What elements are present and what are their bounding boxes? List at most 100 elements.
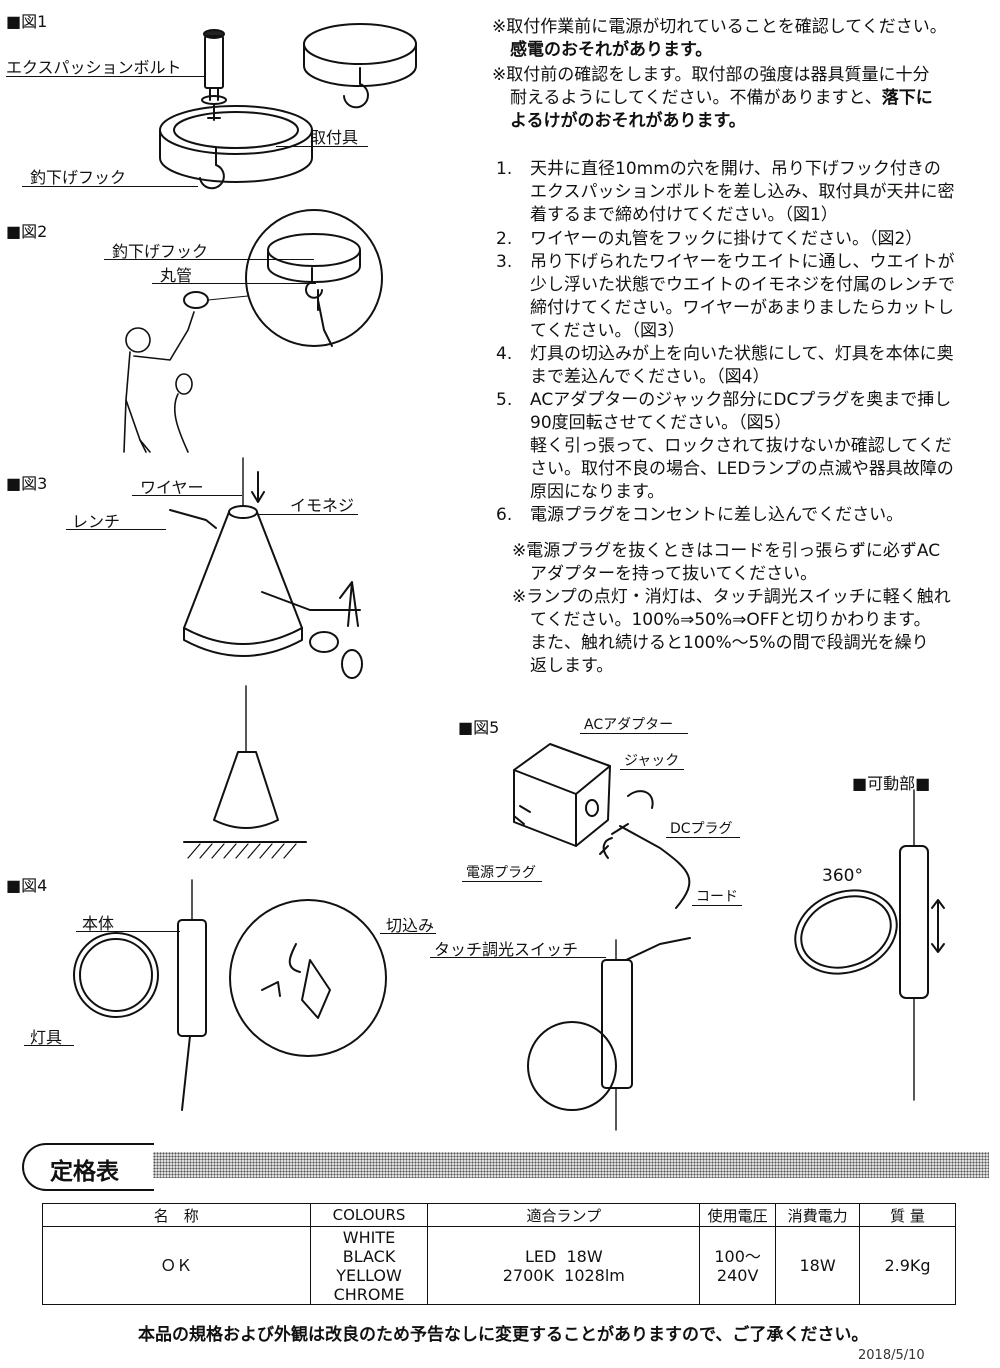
touch-switch-label: タッチ調光スイッチ [434, 940, 579, 959]
step-subnote: ※電源プラグを抜くときはコードを引っ張らずに必ずAC [512, 541, 941, 561]
body-leader [76, 931, 180, 932]
warning-shock: 感電のおそれがあります。 [510, 40, 713, 60]
spec-power: 18W [775, 1226, 861, 1305]
step-text: ワイヤーの丸管をフックに掛けてください。（図2） [530, 229, 923, 249]
spec-lamp-line: LED 18W [524, 1246, 603, 1266]
step-subnote: また、触れ続けると100%～5%の間で段調光を繰り [530, 633, 929, 653]
spec-voltage-line: 240V [716, 1265, 759, 1285]
body-and-ring-drawing [73, 879, 207, 1111]
notch-label: 切込み [386, 916, 435, 935]
spec-voltage-line: 100～ [714, 1246, 761, 1266]
figure-3-label: ■図3 [6, 474, 48, 493]
spec-data-row: ＯＫ WHITE BLACK YELLOW CHROME LED 18W 270… [42, 1226, 956, 1305]
notch-closeup-drawing [229, 899, 387, 1057]
step-subnote: 返します。 [530, 656, 614, 676]
fixture-leader [24, 1045, 74, 1046]
body-label: 本体 [82, 914, 115, 933]
warning-strength-line3: よるけがのおそれがあります。 [510, 111, 746, 131]
rotation-360-label: 360° [822, 866, 863, 886]
spec-colour: YELLOW [336, 1265, 402, 1285]
ac-adapter-drawing [513, 743, 691, 909]
step-text: 締付けてください。ワイヤーがあまりましたらカットし [530, 298, 954, 318]
spec-colours: WHITE BLACK YELLOW CHROME [309, 1226, 429, 1305]
power-plug-leader [462, 881, 542, 882]
hook-leader-1 [22, 186, 198, 187]
spec-header-power: 消費電力 [775, 1203, 861, 1227]
ac-adapter-leader [580, 733, 688, 734]
step-text: 少し浮いた状態でウエイトのイモネジを付属のレンチで [530, 275, 955, 295]
ac-adapter-label: ACアダプター [584, 717, 674, 733]
spec-colour: BLACK [342, 1246, 396, 1266]
step-number: 2. [496, 229, 513, 249]
step-subnote: ※ランプの点灯・消灯は、タッチ調光スイッチに軽く触れ [512, 587, 951, 607]
power-plug-label: 電源プラグ [466, 865, 536, 881]
spec-voltage: 100～ 240V [699, 1226, 777, 1305]
spec-header-lamp: 適合ランプ [427, 1203, 701, 1227]
movable-part-label: ■可動部■ [852, 774, 931, 793]
step-text: 原因になります。 [530, 482, 665, 502]
scissors-drawing [309, 581, 363, 679]
spec-name: ＯＫ [42, 1226, 311, 1305]
hanging-lamp-drawing [183, 685, 307, 859]
step-text: ACアダプターのジャック部分にDCプラグを奥まで挿し [530, 390, 952, 410]
step-number: 4. [496, 344, 513, 364]
jack-label: ジャック [624, 753, 680, 769]
warning-strength-line2: 耐えるようにしてください。不備がありますと、落下に [510, 88, 933, 108]
jack-leader [620, 769, 684, 770]
step-number: 3. [496, 252, 513, 272]
figure-2-label: ■図2 [6, 222, 48, 241]
cord-leader [692, 905, 742, 906]
spec-title-frame [22, 1143, 154, 1191]
wire-leader [132, 495, 242, 496]
step-text: 着するまで締め付けてください。（図1） [530, 205, 838, 225]
spec-table: 名 称 COLOURS 適合ランプ 使用電圧 消費電力 質 量 ＯＫ WHITE… [42, 1203, 956, 1305]
pipe-label: 丸管 [160, 266, 193, 285]
touch-switch-drawing [527, 937, 691, 1131]
spec-lamp-line: 2700K 1028lm [502, 1265, 625, 1285]
hook-closeup-drawing [183, 209, 383, 347]
spec-header-row: 名 称 COLOURS 適合ランプ 使用電圧 消費電力 質 量 [42, 1203, 956, 1227]
step-subnote: てください。100%⇒50%⇒OFFと切りかわります。 [530, 610, 931, 630]
spec-lamp: LED 18W 2700K 1028lm [427, 1226, 701, 1305]
step-text: エクスパッションボルトを差し込み、取付具が天井に密 [530, 182, 955, 202]
step-text: 天井に直径10mmの穴を開け、吊り下げフック付きの [530, 159, 941, 179]
expansion-bolt-leader [6, 76, 204, 77]
movable-part-drawing [794, 789, 945, 1101]
hook-leader-2 [104, 259, 314, 260]
expansion-bolt-label: エクスパッションボルト [6, 58, 182, 77]
person-installing-drawing [123, 311, 195, 453]
hook-label-2: 釣下げフック [112, 242, 209, 261]
spec-header-voltage: 使用電圧 [699, 1203, 777, 1227]
warning-power-off: ※取付作業前に電源が切れていることを確認してください。 [492, 17, 947, 37]
spec-colour: WHITE [342, 1227, 396, 1247]
step-text: 軽く引っ張って、ロックされて抜けないか確認してくだ [530, 436, 952, 456]
step-number: 5. [496, 390, 513, 410]
spec-header-name: 名 称 [42, 1203, 311, 1227]
wrench-label: レンチ [72, 512, 121, 531]
step-number: 6. [496, 505, 513, 525]
eye-screw-leader [258, 514, 358, 515]
spec-colour: CHROME [333, 1284, 405, 1304]
mount-label: 取付具 [310, 128, 359, 147]
mount-with-hook-drawing [159, 103, 313, 190]
disclaimer-note: 本品の規格および外観は改良のため予告なしに変更することがありますので、ご了承くだ… [138, 1325, 869, 1345]
figure-5-label: ■図5 [458, 718, 500, 737]
dc-plug-leader [666, 837, 740, 838]
touch-switch-leader [430, 957, 606, 958]
warning-strength-line1: ※取付前の確認をします。取付部の強度は器具質量に十分 [492, 65, 930, 85]
document-date: 2018/5/10 [858, 1348, 925, 1363]
spec-title-band [153, 1152, 989, 1178]
wire-label: ワイヤー [140, 478, 204, 497]
pipe-leader [152, 283, 316, 284]
expansion-bolt-drawing [201, 29, 227, 105]
step-text: 吊り下げられたワイヤーをウエイトに通し、ウエイトが [530, 252, 955, 272]
spec-header-colours: COLOURS [309, 1203, 429, 1227]
cord-label: コード [696, 889, 738, 905]
step-text: さい。取付不良の場合、LEDランプの点滅や器具故障の [530, 459, 954, 479]
wrench-leader [66, 529, 166, 530]
step-number: 1. [496, 159, 513, 179]
step-text: 灯具の切込みが上を向いた状態にして、灯具を本体に奥 [530, 344, 954, 364]
eye-screw-label: イモネジ [290, 496, 355, 515]
spec-weight: 2.9Kg [859, 1226, 956, 1305]
